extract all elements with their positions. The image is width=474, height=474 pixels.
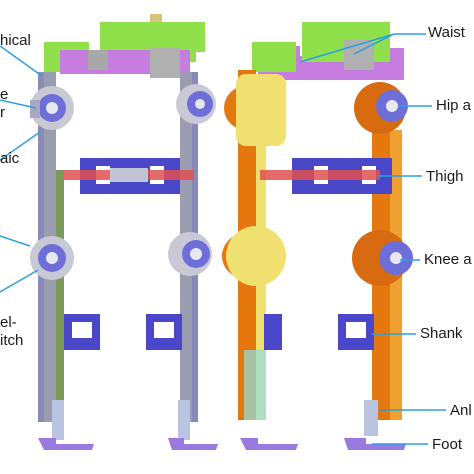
label-knee: Knee a [424, 251, 472, 268]
right-waist-frame [252, 22, 404, 80]
left-feet [38, 400, 218, 450]
label-ankle: Anl [450, 402, 472, 419]
label-left-4: el- [0, 314, 17, 331]
knee-actuator [352, 230, 413, 286]
right-model-knee-shell-left [222, 226, 286, 286]
leader-l4 [0, 235, 31, 247]
label-shank: Shank [420, 325, 463, 342]
leader-waist-2 [353, 33, 395, 55]
left-waist-frame [44, 14, 205, 78]
leader-l3 [0, 131, 41, 161]
right-exoskeleton-model [222, 22, 413, 450]
leader-l2 [0, 99, 37, 109]
hip-actuator [354, 82, 408, 134]
label-waist: Waist [428, 24, 465, 41]
left-model-right-hip [176, 84, 216, 124]
right-shank-cuff [264, 314, 374, 350]
right-thigh-cuff [260, 158, 392, 194]
leader-l1 [0, 45, 43, 77]
label-left-2a: e [0, 86, 9, 103]
left-model-right-knee [168, 232, 212, 276]
label-left-5: itch [0, 332, 24, 349]
label-foot: Foot [432, 436, 463, 453]
right-model-hip-shell-left [224, 74, 286, 146]
label-left-3: aic [0, 150, 20, 167]
left-exoskeleton-model [30, 14, 218, 450]
left-shank-cuff [64, 314, 182, 350]
leader-l5 [0, 269, 39, 293]
left-thigh-cuff [64, 158, 194, 194]
label-left-2b: r [0, 104, 5, 121]
leader-lines [0, 33, 446, 445]
label-thigh: Thigh [426, 168, 464, 185]
left-hip-joint [30, 86, 74, 130]
label-left-1: hical [0, 32, 31, 49]
label-hip: Hip a [436, 97, 472, 114]
left-knee-joint [30, 236, 74, 280]
